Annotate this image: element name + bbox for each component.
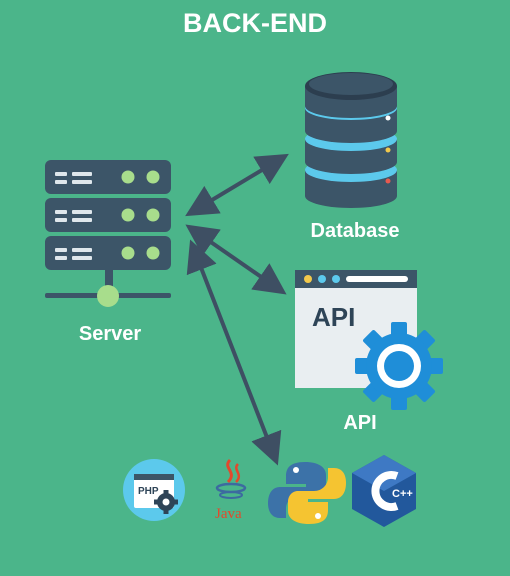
java-icon: Java [215,458,247,522]
php-icon: PHP [123,459,185,521]
server-label: Server [78,323,142,345]
server-icon [45,160,171,307]
gear-icon [355,322,443,410]
server-database-arrow [185,153,289,217]
database-icon [305,72,397,208]
server-languages-arrow [186,239,282,466]
svg-text:Java: Java [215,506,242,522]
svg-text:PHP: PHP [138,486,159,497]
api-window-text: API [312,302,355,332]
page-title: BACK-END [183,8,327,38]
cpp-icon: C++ [352,455,416,527]
svg-text:C++: C++ [392,488,413,500]
python-icon [268,462,346,524]
connection-arrows [185,153,289,466]
api-label: API [343,412,377,434]
database-label: Database [310,220,400,242]
